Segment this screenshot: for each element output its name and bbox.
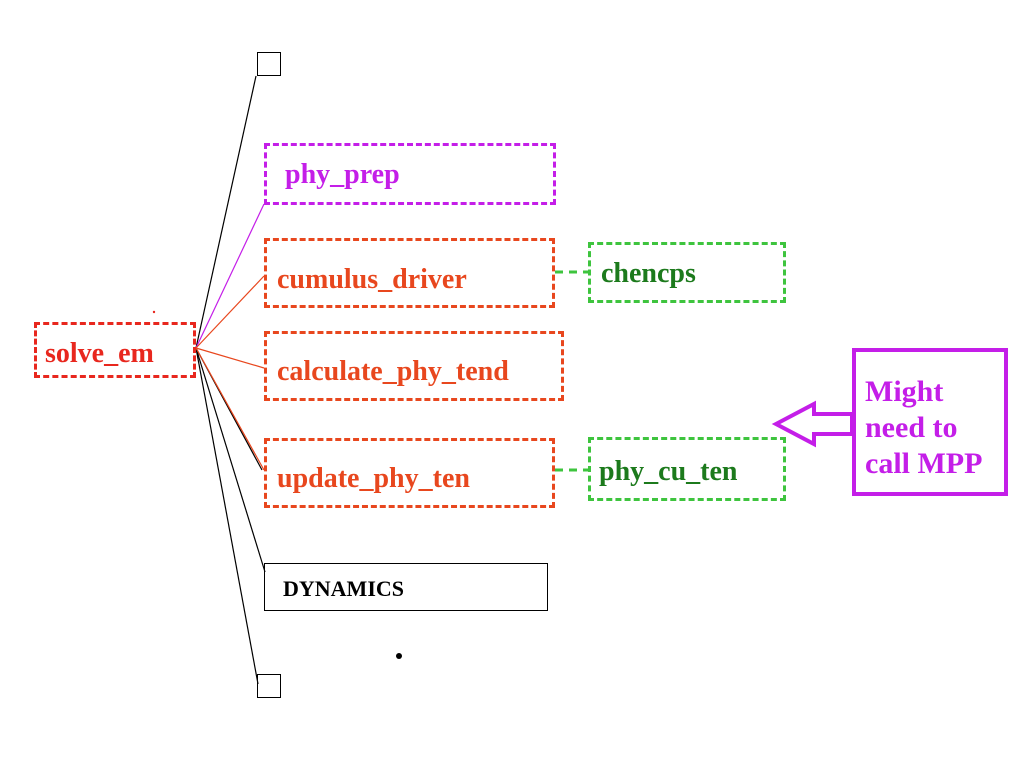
bottom-square-node [257, 674, 281, 698]
note-box: Might need to call MPP [852, 348, 1008, 496]
calculate-phy-tend-label: calculate_phy_tend [277, 356, 509, 387]
note-line-2: need to [865, 411, 958, 444]
edge-to-dynamics [195, 347, 266, 573]
dynamics-label: DYNAMICS [283, 576, 404, 601]
calculate-phy-tend-box: calculate_phy_tend [264, 331, 564, 401]
update-phy-ten-label: update_phy_ten [277, 463, 470, 494]
phy-cu-ten-box: phy_cu_ten [588, 437, 786, 501]
dot-marker-small [152, 310, 156, 314]
edge-to-phy-prep [195, 203, 265, 349]
update-phy-ten-box: update_phy_ten [264, 438, 555, 508]
solve-em-box: solve_em [34, 322, 196, 378]
edge-to-update-phy-ten [195, 347, 265, 471]
cumulus-driver-label: cumulus_driver [277, 264, 467, 295]
note-line-1: Might [865, 375, 944, 408]
phy-prep-label: phy_prep [285, 159, 400, 190]
chencps-label: chencps [601, 258, 696, 289]
top-square-node [257, 52, 281, 76]
dot-marker [396, 653, 402, 659]
dynamics-box: DYNAMICS [264, 563, 548, 611]
note-line-3: call MPP [865, 447, 983, 480]
solve-em-label: solve_em [45, 338, 154, 369]
phy-prep-box: phy_prep [264, 143, 556, 205]
edge-to-calculate-phy-tend [195, 347, 265, 369]
note-arrow [771, 400, 854, 448]
edge-to-bottom-square [195, 347, 259, 685]
chencps-box: chencps [588, 242, 786, 303]
edge-to-top-square [195, 75, 257, 349]
edge-to-cumulus-driver [195, 275, 265, 349]
cumulus-driver-box: cumulus_driver [264, 238, 555, 308]
phy-cu-ten-label: phy_cu_ten [599, 456, 738, 487]
